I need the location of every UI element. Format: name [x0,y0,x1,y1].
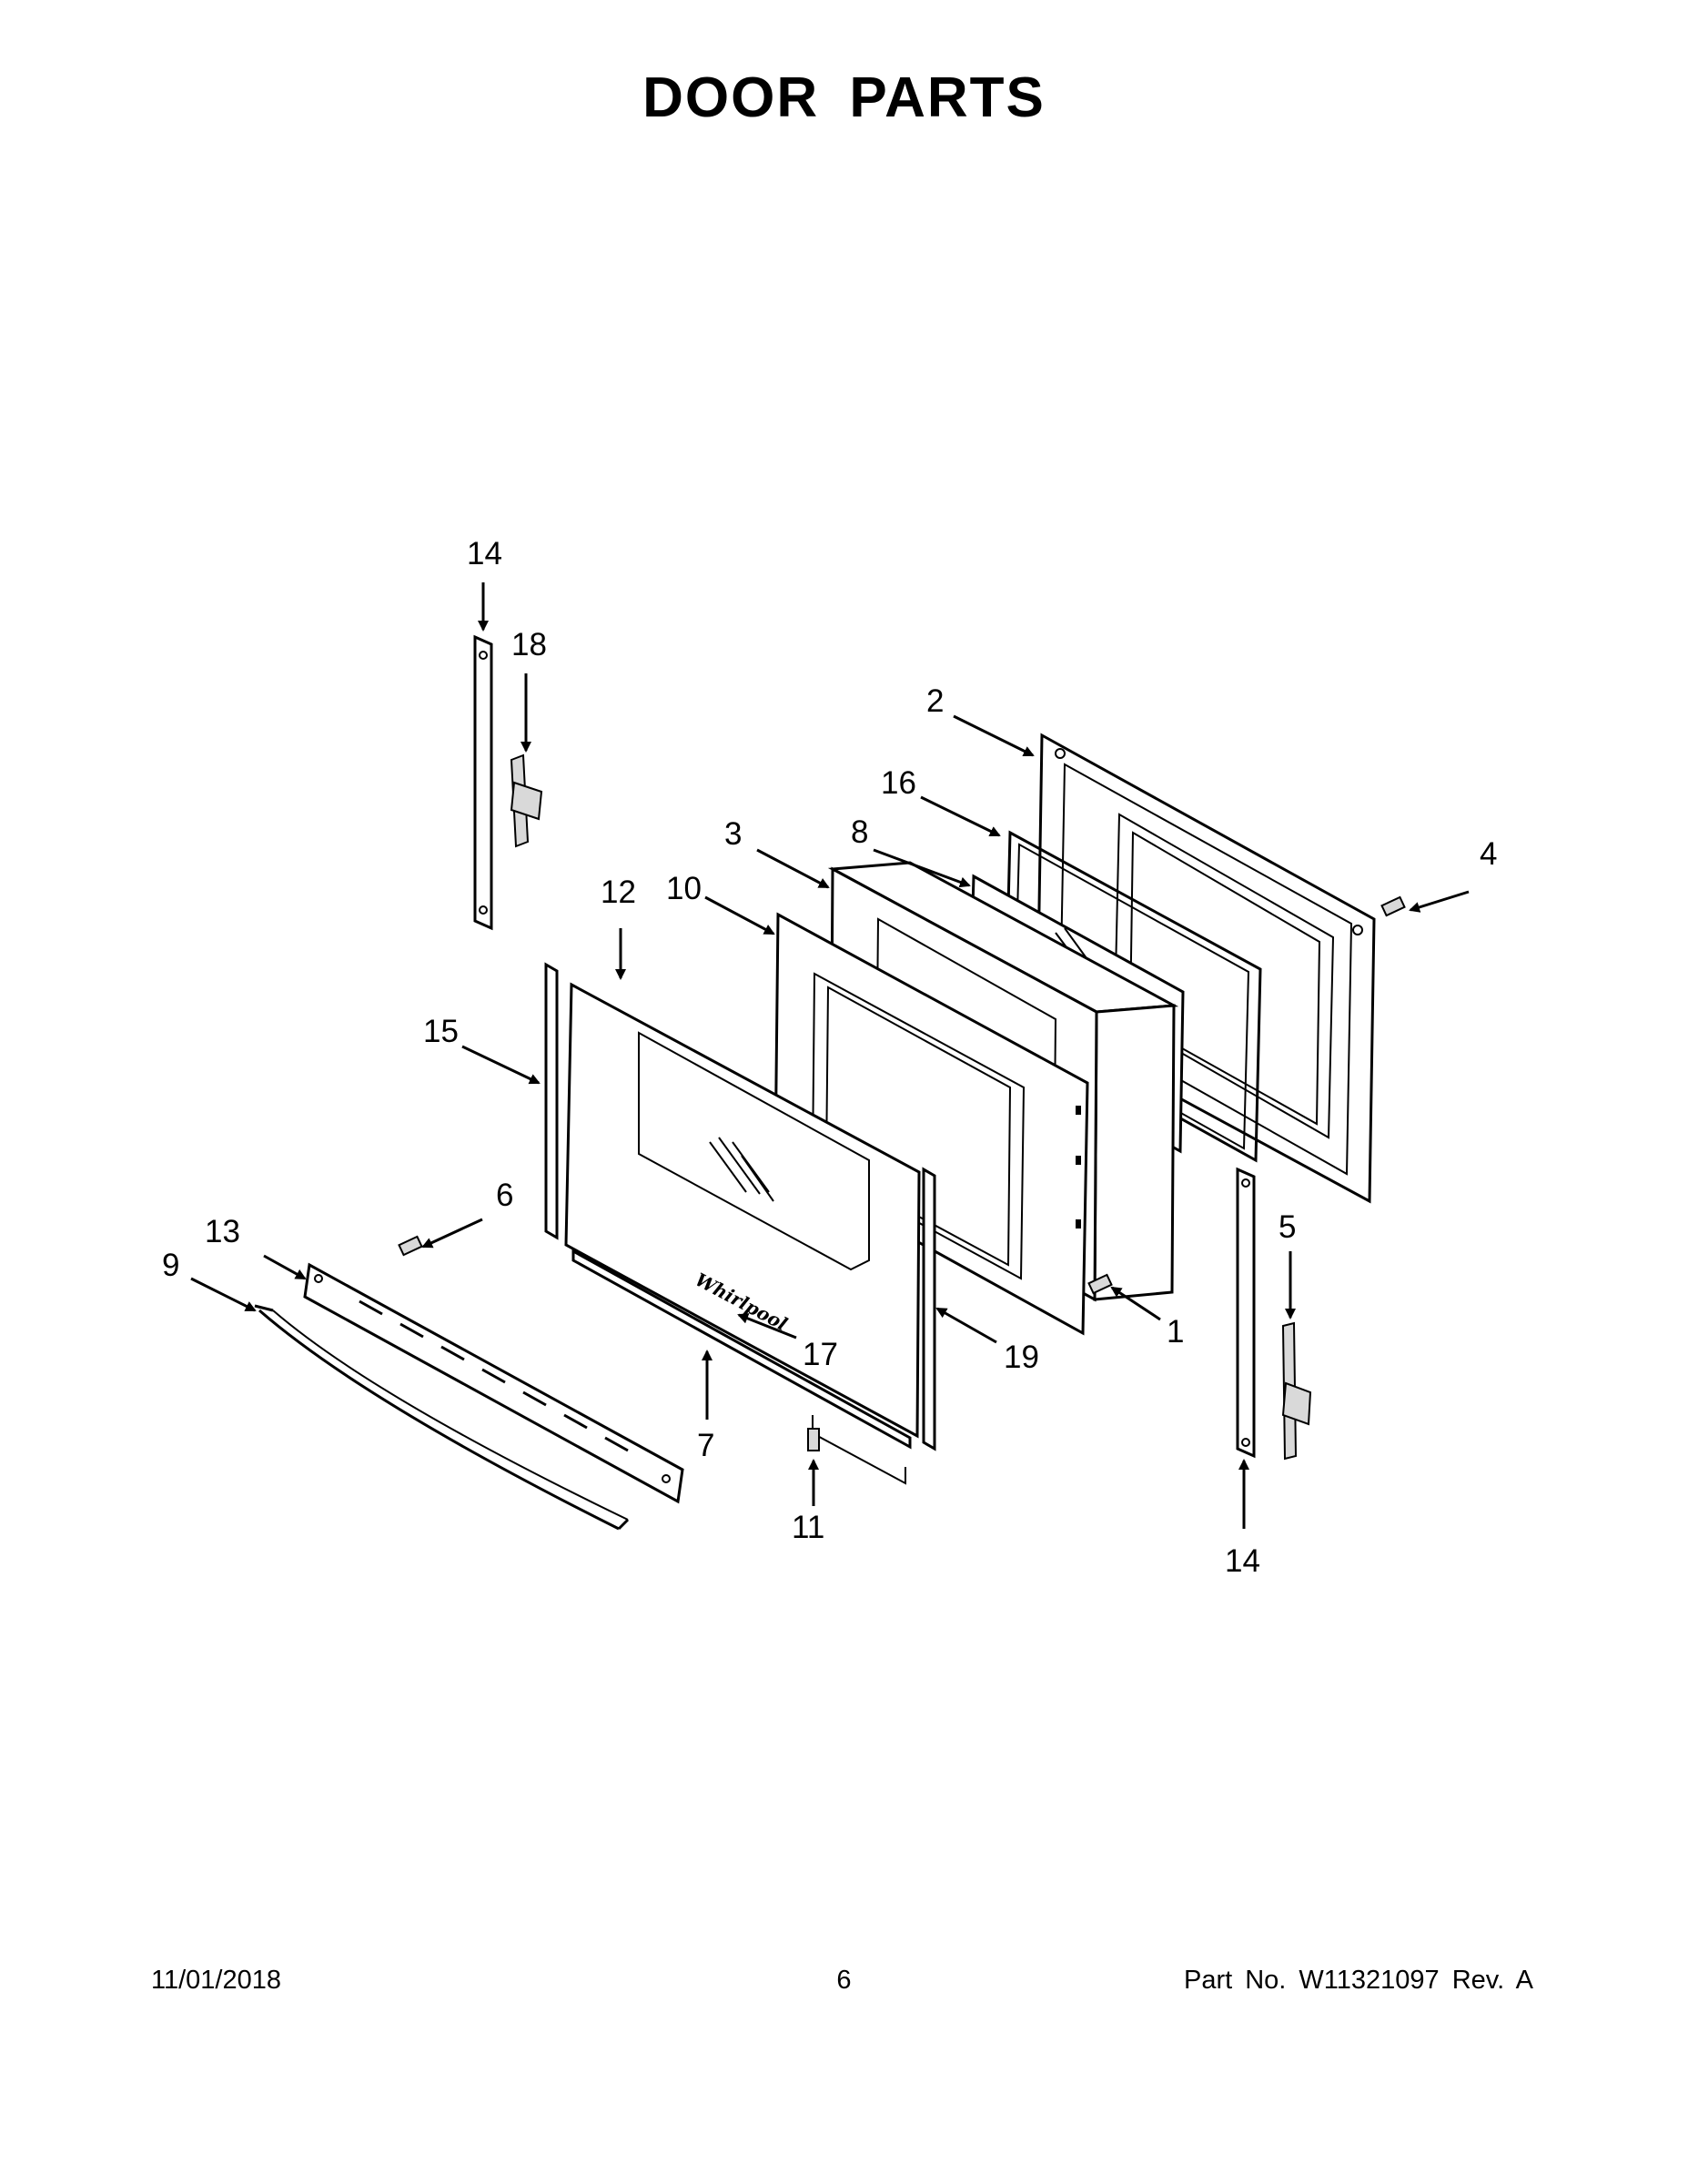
callout-1: 1 [1167,1314,1184,1350]
screws [398,895,1406,1451]
callout-18: 18 [511,627,547,662]
hinge-receiver-right [1236,1167,1256,1459]
callout-9: 9 [162,1248,179,1283]
callout-labels: 14 18 2 16 3 8 10 12 4 15 6 5 13 9 1 17 … [162,536,1497,1579]
door-handle [254,1304,630,1531]
hinge-left [510,753,543,848]
callout-5: 5 [1279,1209,1296,1245]
callout-14-bottom: 14 [1225,1543,1260,1579]
callout-3: 3 [724,816,742,852]
callout-8: 8 [851,814,868,850]
callout-12: 12 [601,875,636,910]
callout-15: 15 [423,1014,459,1049]
footer-part-number: Part No. W11321097 Rev. A [1183,1966,1533,1995]
left-door-trim [544,962,559,1240]
callout-11: 11 [792,1510,824,1545]
hinge-receiver-left [473,634,493,931]
inner-door-panel [1036,733,1376,1204]
callout-13: 13 [205,1214,240,1249]
footer-page-number: 6 [836,1966,852,1995]
callout-19: 19 [1004,1340,1039,1375]
callout-2: 2 [926,683,944,719]
bottom-door-trim [571,1249,912,1485]
right-door-trim [922,1167,936,1451]
callout-14-top: 14 [467,536,502,571]
page-title: DOOR PARTS [642,66,1046,129]
callout-16: 16 [881,765,916,801]
glass-pack-frame [773,912,1089,1336]
callout-4: 4 [1480,836,1497,872]
callout-10: 10 [666,871,702,906]
footer-date: 11/01/2018 [151,1966,281,1995]
vent-panel [303,1262,684,1504]
hinge-right [1281,1321,1312,1461]
callout-6: 6 [496,1178,513,1213]
callout-17: 17 [803,1337,838,1372]
callout-7: 7 [697,1428,714,1463]
leader-lines [190,582,1470,1529]
